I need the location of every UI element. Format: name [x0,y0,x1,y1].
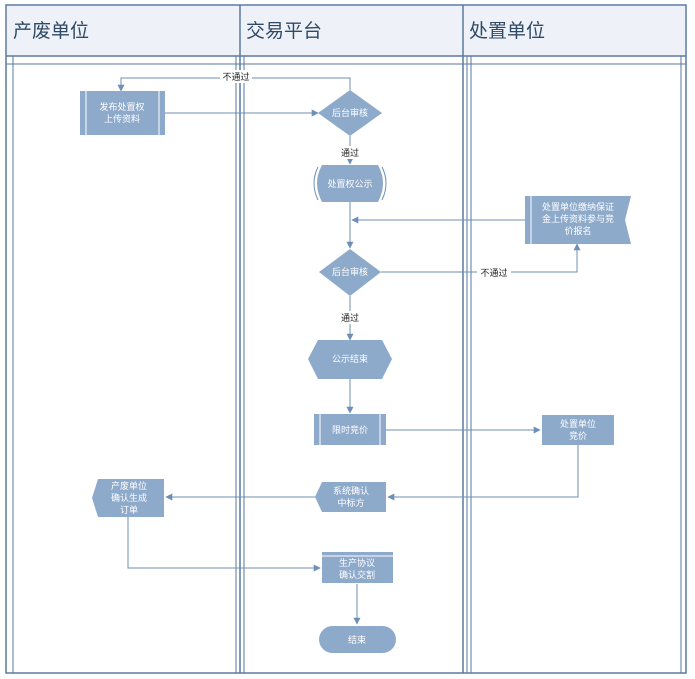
node-announce-end: 公示结束 [308,340,392,379]
node-disposer-bid: 处置单位 竞价 [542,415,614,445]
node-timed-bid: 限时竞价 [314,414,386,445]
node-announce-label: 处置权公示 [327,178,372,190]
node-disposer-bid-line-1: 处置单位 [560,418,596,430]
node-disposer-bid-line-2: 竞价 [569,430,587,442]
edge-producer-to-agreement [127,517,321,572]
node-review1-label: 后台审核 [332,107,368,119]
node-disposer-apply-line-3: 价报名 [564,225,591,237]
node-review1: 后台审核 [318,90,382,136]
node-timed-bid-label: 限时竞价 [332,424,368,436]
edge-label-pass2: 通过 [341,312,359,324]
node-review2: 后台审核 [319,249,381,296]
lane-title-producer: 产废单位 [13,20,89,42]
edge-review2-reject [381,243,581,273]
node-end: 结束 [319,626,396,653]
node-publish-line-1: 发布处置权 [99,101,144,113]
node-producer-confirm-line-1: 产废单位 [111,480,147,492]
node-announce-end-label: 公示结束 [332,353,368,365]
node-agreement-line-2: 确认交割 [339,569,375,581]
swimlane-frame [5,4,687,674]
edge-label-reject1: 不通过 [222,71,249,83]
node-producer-confirm-line-2: 确认生成 [111,492,147,504]
node-publish-line-2: 上传资料 [104,113,140,125]
node-review2-label: 后台审核 [332,266,368,278]
connectors [117,77,581,625]
node-publish: 发布处置权 上传资料 [80,91,165,135]
node-system-confirm: 系统确认 中标方 [315,482,386,512]
node-announce: 处置权公示 [313,165,387,202]
node-producer-confirm-line-3: 订单 [120,504,138,516]
node-agreement: 生产协议 确认交割 [322,552,393,583]
edge-label-pass1: 通过 [341,147,359,159]
edge-labels: 不通过 通过 不通过 通过 [220,70,511,324]
edge-label-reject2: 不通过 [480,267,507,279]
node-producer-confirm: 产废单位 确认生成 订单 [92,479,164,517]
node-disposer-apply-line-2: 金上传资料参与竞 [542,213,614,225]
lane-title-platform: 交易平台 [246,20,322,42]
node-system-confirm-line-1: 系统确认 [333,485,369,497]
node-system-confirm-line-2: 中标方 [337,497,364,509]
edge-disposerbid-to-confirm [387,445,579,501]
node-end-label: 结束 [348,634,366,646]
lane-title-disposer: 处置单位 [469,20,545,42]
node-disposer-apply: 处置单位缴纳保证 金上传资料参与竞 价报名 [525,196,631,244]
node-disposer-apply-line-1: 处置单位缴纳保证 [542,201,614,213]
node-agreement-line-1: 生产协议 [339,557,375,569]
